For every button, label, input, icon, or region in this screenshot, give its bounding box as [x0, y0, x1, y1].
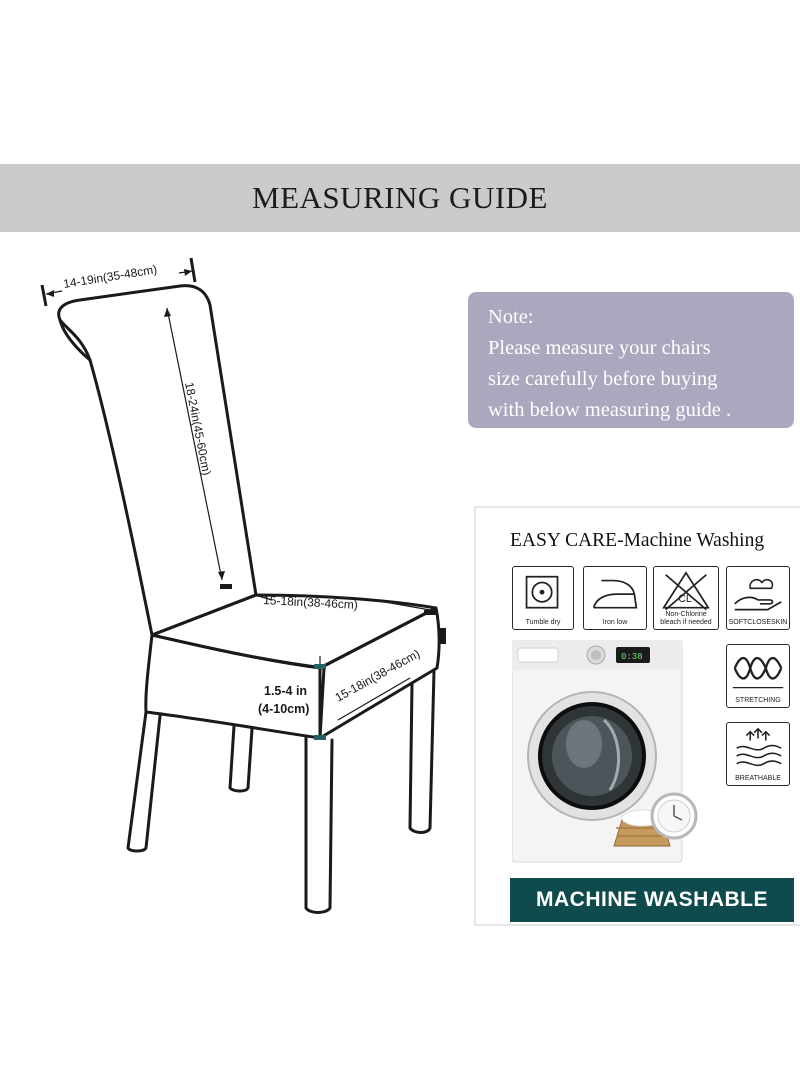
iron-low-icon: Iron low	[583, 566, 647, 630]
tumble-dry-label: Tumble dry	[525, 619, 561, 626]
non-chlorine-bleach-icon: CL Non-Chlorine bleach if needed	[653, 566, 719, 630]
stretching-icon: STRETCHING	[726, 644, 790, 708]
top-width-label: 14-19in(35-48cm)	[62, 262, 158, 291]
washing-machine-illustration: 0:38	[511, 639, 698, 868]
tumble-dry-icon: Tumble dry	[512, 566, 574, 630]
easy-care-panel: EASY CARE-Machine Washing Tumble dry Iro…	[474, 506, 800, 926]
breathable-label: BREATHABLE	[735, 775, 781, 782]
seat-width-label: 15-18in(38-46cm)	[263, 593, 358, 612]
measuring-guide-banner: MEASURING GUIDE	[0, 164, 800, 232]
note-line: size carefully before buying	[488, 368, 718, 390]
banner-title: MEASURING GUIDE	[252, 180, 548, 215]
note-line: with below measuring guide .	[488, 399, 732, 421]
stretching-label: STRETCHING	[735, 697, 781, 704]
bleach-label-line2: bleach if needed	[660, 619, 712, 626]
breathable-icon: BREATHABLE	[726, 722, 790, 786]
note-box: Note: Please measure your chairs size ca…	[468, 292, 794, 428]
svg-text:0:38: 0:38	[621, 652, 643, 662]
iron-low-label: Iron low	[602, 619, 628, 626]
back-height-label: 18-24in(45-60cm)	[182, 381, 214, 477]
seat-thickness-in-label: 1.5-4 in	[264, 684, 307, 698]
machine-washable-text: MACHINE WASHABLE	[536, 888, 768, 911]
bleach-symbol: CL	[678, 593, 692, 605]
bleach-label-line1: Non-Chlorine	[665, 611, 707, 618]
chair-outline: 14-19in(35-48cm) 18-24in(45-60cm) 15-18i…	[40, 257, 446, 914]
care-title: EASY CARE-Machine Washing	[510, 530, 765, 551]
machine-washable-banner: MACHINE WASHABLE	[510, 878, 794, 922]
seat-thickness-cm-label: (4-10cm)	[258, 702, 309, 716]
soft-close-skin-icon: SOFTCLOSESKIN	[726, 566, 790, 630]
soft-close-skin-label: SOFTCLOSESKIN	[728, 619, 788, 626]
note-heading: Note:	[488, 306, 534, 328]
note-line: Please measure your chairs	[488, 337, 711, 359]
chair-diagram: 14-19in(35-48cm) 18-24in(45-60cm) 15-18i…	[20, 250, 460, 930]
